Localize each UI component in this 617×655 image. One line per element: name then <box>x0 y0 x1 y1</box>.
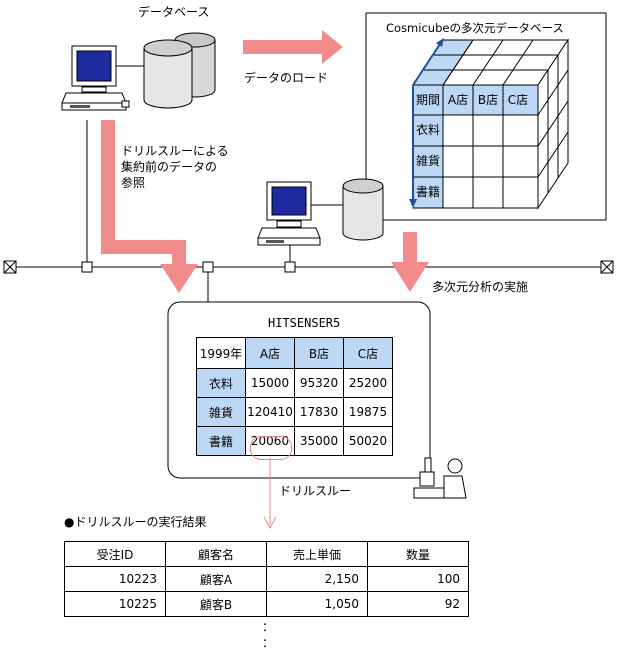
table-cell[interactable]: 19875 <box>343 397 393 427</box>
client-pc-icon <box>61 45 130 111</box>
network-terminator-right <box>600 260 614 274</box>
table-row: 書籍 20060 35000 50020 <box>196 426 393 456</box>
cube-axis-arrows <box>409 38 444 208</box>
hitsenser-title: HITSENSER5 <box>268 316 341 330</box>
table-row: 10225 顧客B 1,050 92 <box>64 591 469 617</box>
cube-header-store-c: C店 <box>507 93 529 107</box>
table-cell[interactable]: 15000 <box>245 368 295 398</box>
table-row: 雑貨 120410 17830 19875 <box>196 397 393 427</box>
result-table: 受注ID 顧客名 売上単価 数量 10223 顧客A 2,150 100 102… <box>64 541 469 617</box>
cell-order-id: 10225 <box>64 591 166 617</box>
analysis-label: 多次元分析の実施 <box>432 280 529 294</box>
cell-customer: 顧客B <box>165 591 267 617</box>
cube-header-store-a: A店 <box>447 93 469 107</box>
analysis-arrow <box>391 232 429 292</box>
drill-through-label: ドリルスルー <box>279 484 352 498</box>
result-title: ●ドリルスルーの実行結果 <box>64 515 207 529</box>
row-label: 雑貨 <box>196 397 246 427</box>
database-label: データベース <box>138 5 210 19</box>
table-cell[interactable]: 50020 <box>343 426 393 456</box>
table-row: 10223 顧客A 2,150 100 <box>64 566 469 592</box>
table-header-row: 受注ID 顧客名 売上単価 数量 <box>64 541 469 567</box>
cell-quantity: 92 <box>367 591 469 617</box>
database-icon <box>143 32 216 109</box>
cube-row-clothing: 衣料 <box>415 123 440 137</box>
col-quantity: 数量 <box>367 541 469 567</box>
cell-unit-price: 1,050 <box>266 591 368 617</box>
network-node <box>81 261 93 273</box>
table-row: 1999年 A店 B店 C店 <box>196 337 393 369</box>
cube-row-books: 書籍 <box>415 185 440 199</box>
table-header-store-c: C店 <box>343 337 393 369</box>
data-load-arrow <box>243 30 343 64</box>
table-header-store-b: B店 <box>294 337 344 369</box>
drill-reference-arrow <box>101 120 198 293</box>
row-label: 書籍 <box>196 426 246 456</box>
cube-row-goods: 雑貨 <box>415 154 440 168</box>
cube-header-period: 期間 <box>415 93 440 107</box>
server-pc-icon <box>257 178 384 246</box>
drill-ref-label-line3: 参照 <box>121 176 146 190</box>
cube-3d <box>412 38 569 210</box>
drill-ref-label-line2: 集約前のデータの <box>121 160 218 174</box>
table-header-year: 1999年 <box>196 337 246 369</box>
drill-ref-label-line1: ドリルスルーによる <box>121 144 229 158</box>
continuation-ellipsis: ： <box>262 636 275 650</box>
table-cell[interactable]: 17830 <box>294 397 344 427</box>
hitsenser-table: 1999年 A店 B店 C店 衣料 15000 95320 25200 雑貨 1… <box>196 337 393 456</box>
cube-header-store-b: B店 <box>477 93 499 107</box>
table-cell[interactable]: 25200 <box>343 368 393 398</box>
data-load-label: データのロード <box>244 71 329 85</box>
table-row: 衣料 15000 95320 25200 <box>196 368 393 398</box>
cell-quantity: 100 <box>367 566 469 592</box>
cosmicube-title: Cosmicubeの多次元データベース <box>386 21 564 35</box>
row-label: 衣料 <box>196 368 246 398</box>
network-node <box>202 261 214 273</box>
network-node <box>284 261 296 273</box>
person-icon <box>413 457 467 499</box>
cell-order-id: 10223 <box>64 566 166 592</box>
cell-customer: 顧客A <box>165 566 267 592</box>
table-cell[interactable]: 35000 <box>294 426 344 456</box>
col-customer: 顧客名 <box>165 541 267 567</box>
table-header-store-a: A店 <box>245 337 295 369</box>
col-unit-price: 売上単価 <box>266 541 368 567</box>
network-terminator-left <box>3 260 17 274</box>
col-order-id: 受注ID <box>64 541 166 567</box>
continuation-ellipsis: ： <box>262 620 275 634</box>
highlight-circle <box>250 436 292 460</box>
table-cell[interactable]: 95320 <box>294 368 344 398</box>
table-cell[interactable]: 120410 <box>245 397 295 427</box>
cell-unit-price: 2,150 <box>266 566 368 592</box>
